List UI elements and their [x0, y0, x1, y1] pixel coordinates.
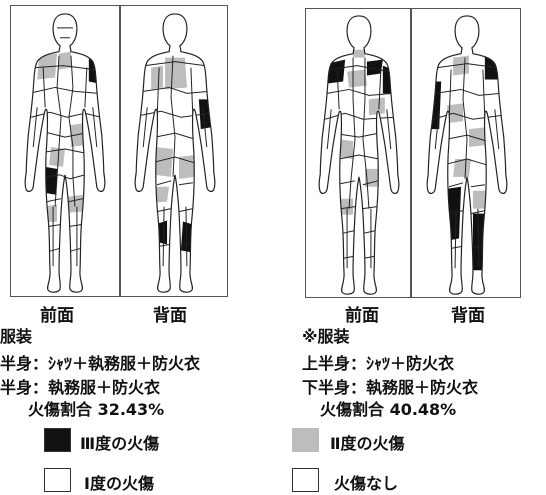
- legend-first-degree-label: Ⅰ度の火傷: [84, 474, 154, 493]
- grey-patch: [339, 139, 354, 159]
- grey-patch: [165, 57, 187, 90]
- grey-patch: [43, 204, 58, 223]
- legend-first-degree-swatch: [44, 468, 71, 492]
- left-upper-body-text: 半身：ｼｬﾂ＋執務服＋防火衣: [0, 354, 201, 373]
- right-back-body-diagram: [426, 15, 508, 295]
- grey-patch: [178, 154, 195, 179]
- left-burn-ratio: 火傷割合 32.43%: [28, 400, 165, 419]
- grey-patch: [468, 127, 487, 148]
- black-patch: [327, 59, 346, 84]
- right-upper-body-text: 上半身：ｼｬﾂ＋防火衣: [302, 354, 455, 373]
- black-patch: [366, 59, 383, 76]
- grey-patch: [364, 168, 379, 187]
- grey-patch: [347, 69, 367, 88]
- black-patch: [44, 166, 58, 195]
- legend-no-burn-label: 火傷なし: [334, 474, 399, 493]
- grey-patch: [155, 147, 174, 177]
- grey-patch: [447, 103, 464, 124]
- right-lower-body-text: 下半身：執務服＋防火衣: [302, 378, 479, 397]
- black-patch: [382, 65, 393, 94]
- grey-patch: [472, 190, 487, 209]
- grey-patch: [49, 147, 65, 167]
- right-front-label: 前面: [345, 306, 379, 326]
- left-front-body-diagram: [24, 13, 106, 293]
- right-front-body-diagram: [318, 15, 400, 295]
- legend-second-degree-label: Ⅱ度の火傷: [330, 434, 405, 453]
- grey-patch: [453, 158, 471, 177]
- black-patch: [88, 57, 99, 84]
- grey-patch: [59, 51, 71, 70]
- left-back-body-diagram: [134, 13, 216, 293]
- left-back-label: 背面: [153, 306, 187, 326]
- left-lower-body-text: 半身：執務服＋防火衣: [0, 378, 161, 397]
- grey-patch: [151, 65, 164, 90]
- right-back-label: 背面: [451, 306, 485, 326]
- grey-patch: [353, 49, 365, 58]
- grey-patch: [155, 186, 170, 203]
- right-clothing-heading: ※服装: [302, 327, 350, 346]
- left-clothing-heading: 服装: [0, 327, 33, 346]
- right-burn-ratio: 火傷割合 40.48%: [320, 400, 457, 419]
- grey-patch: [368, 97, 385, 116]
- legend-no-burn-swatch: [292, 468, 319, 492]
- left-front-label: 前面: [40, 306, 74, 326]
- legend-third-degree-swatch: [44, 428, 71, 452]
- black-patch: [155, 220, 168, 245]
- legend-second-degree-swatch: [292, 428, 319, 452]
- legend-third-degree-label: Ⅲ度の火傷: [80, 434, 160, 453]
